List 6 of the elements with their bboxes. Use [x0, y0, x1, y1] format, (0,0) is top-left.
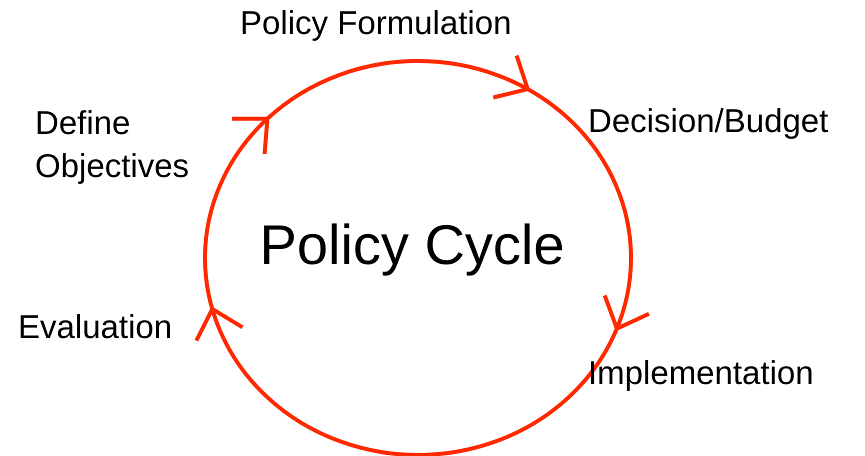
stage-label: Decision/Budget [588, 101, 828, 141]
stage-label: Policy Formulation [240, 3, 512, 43]
cycle-title: Policy Cycle [260, 212, 564, 276]
stage-label: Define Objectives [35, 103, 190, 186]
stage-label: Implementation [588, 353, 814, 393]
stage-label: Evaluation [18, 307, 172, 347]
